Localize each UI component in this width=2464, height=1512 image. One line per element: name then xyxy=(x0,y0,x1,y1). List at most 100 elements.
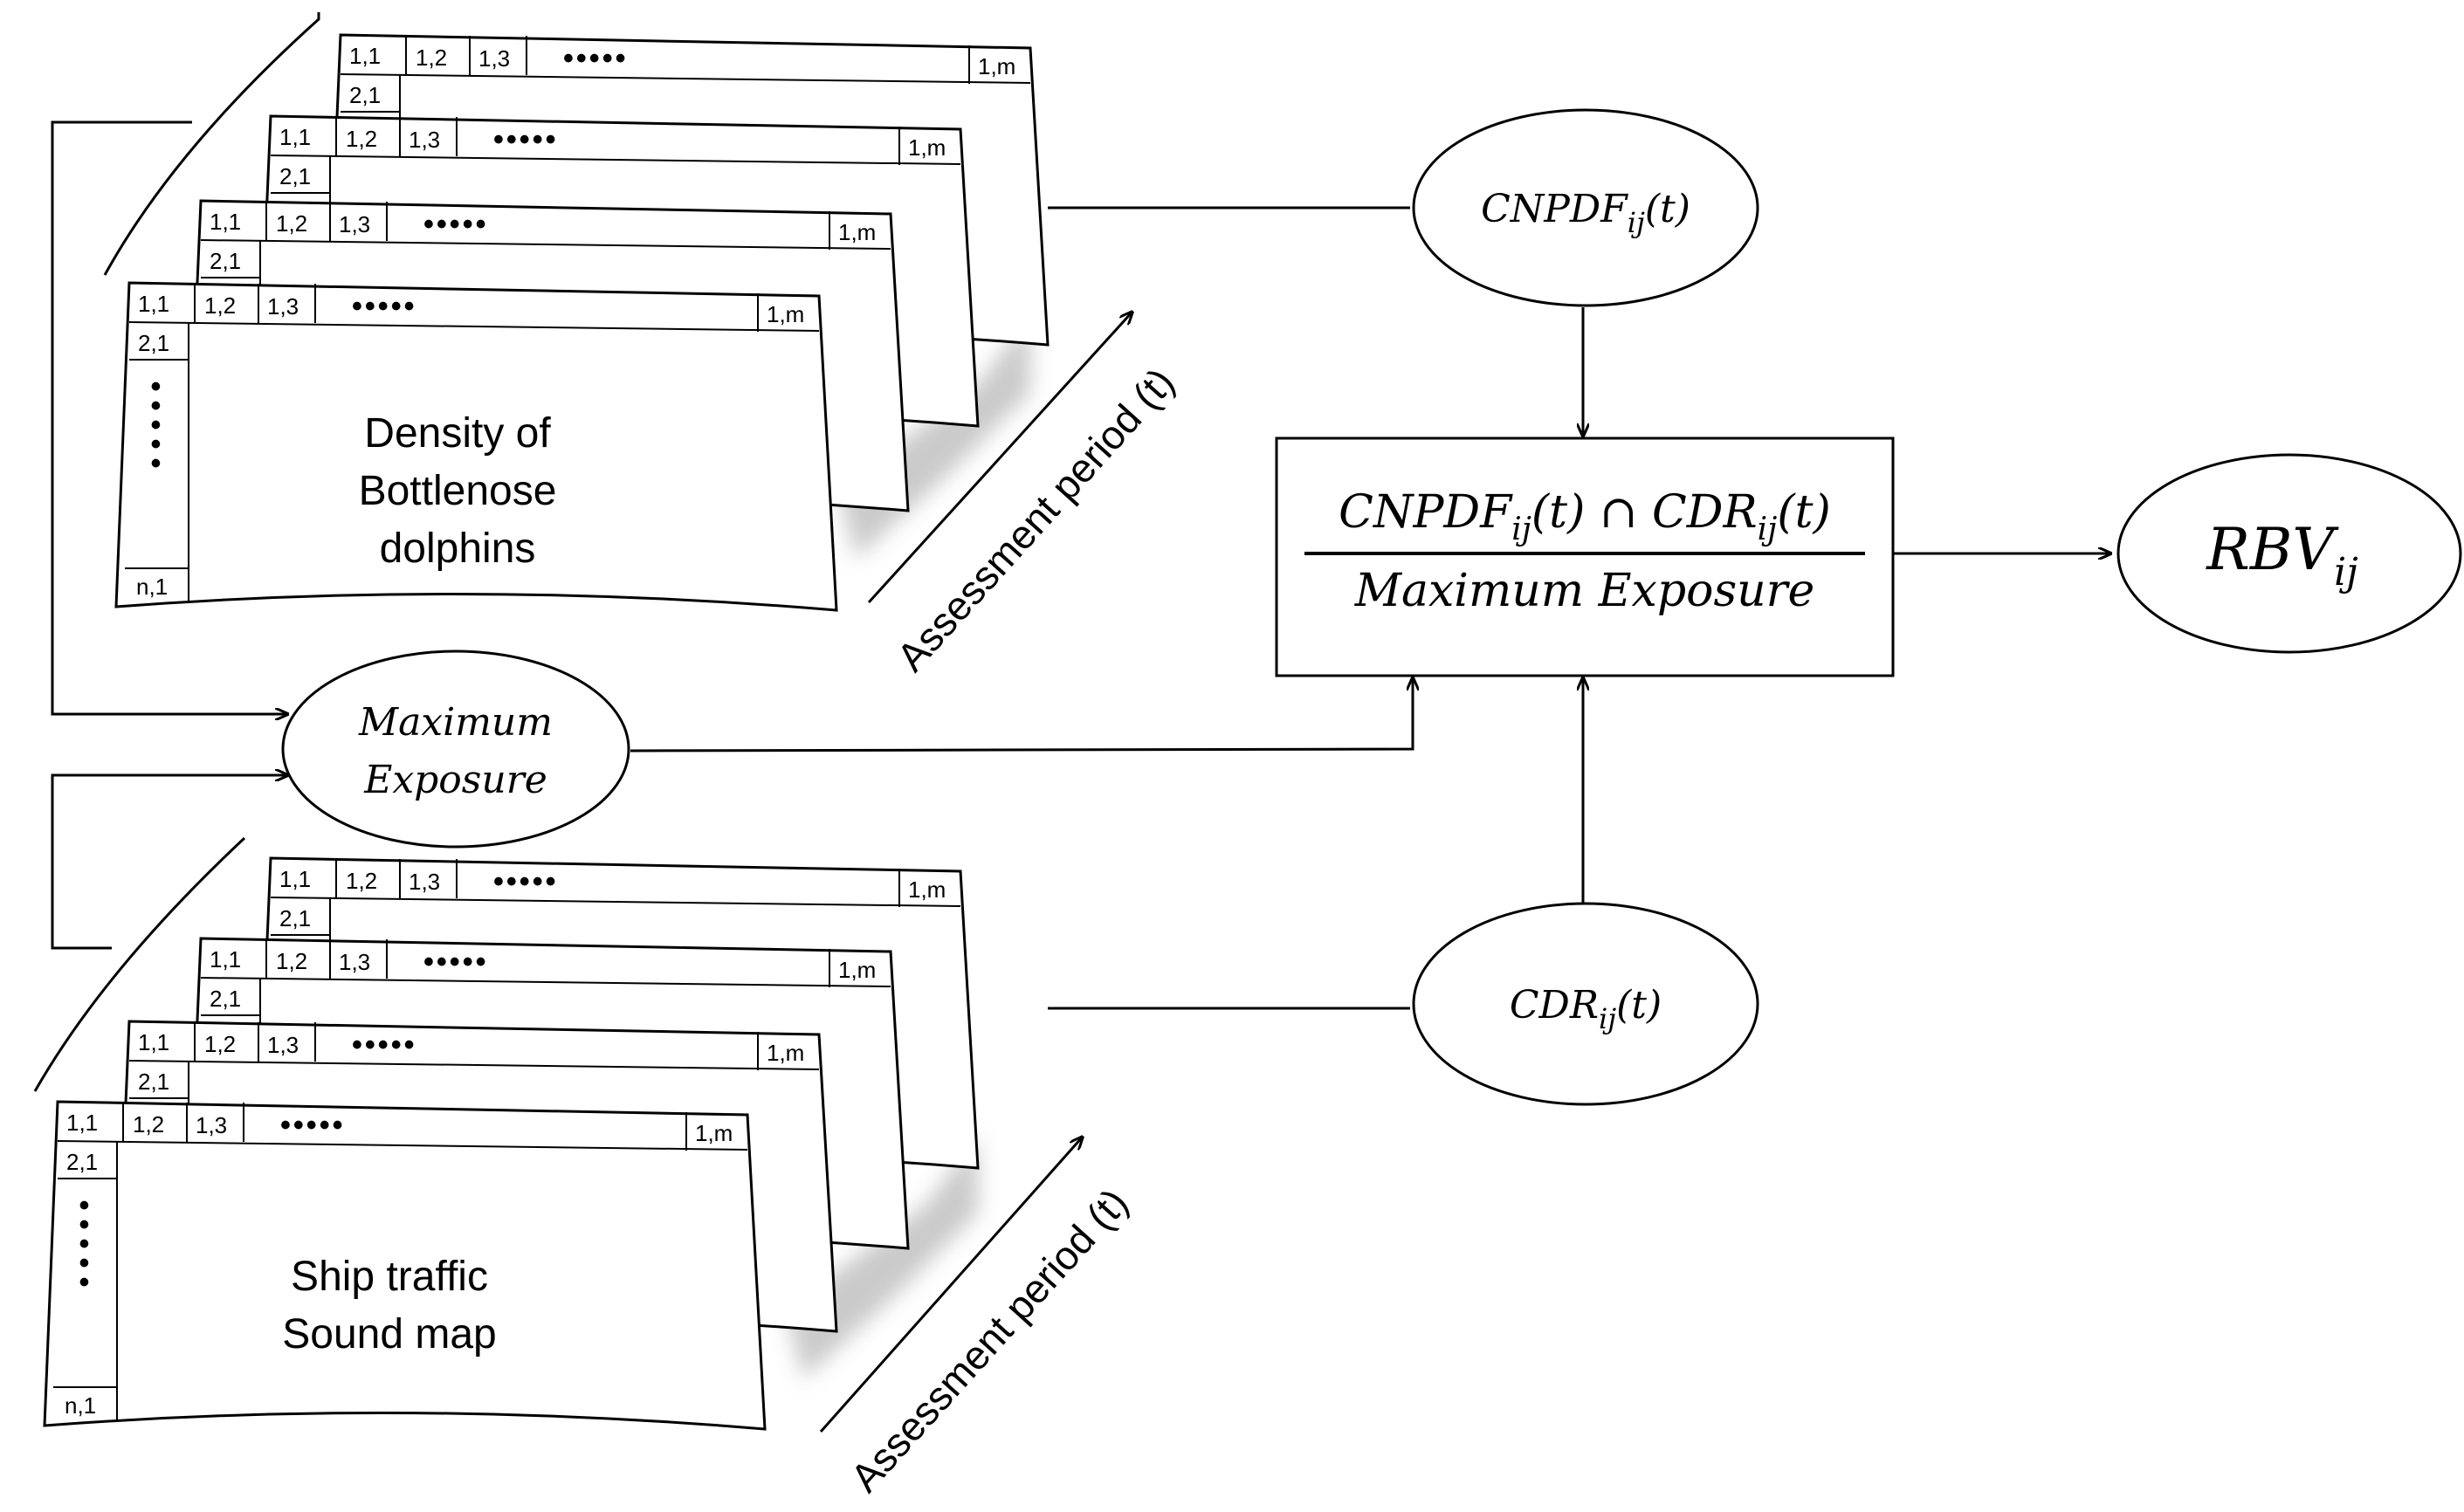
bottom-2-cell-1-2: 1,2 xyxy=(276,948,307,974)
rbv-base: RBV xyxy=(2206,516,2339,583)
top-4-cell-n-1: n,1 xyxy=(136,574,168,600)
bottom-2-cell-1-m: 1,m xyxy=(838,957,876,983)
top-4-cell-2-1: 2,1 xyxy=(138,330,169,356)
bottom-stack-brace xyxy=(33,836,246,1092)
bottom-3-cell-1-2: 1,2 xyxy=(204,1031,236,1057)
cdr-ellipse xyxy=(1412,902,1759,1106)
bottom-2-cell-1-1: 1,1 xyxy=(210,946,241,972)
top-4-column-ellipsis: ••••• xyxy=(151,370,164,480)
top-1-cell-1-m: 1,m xyxy=(978,53,1015,79)
top-2-cell-1-m: 1,m xyxy=(908,134,946,161)
cdr-base: CDR xyxy=(1510,983,1599,1027)
top-4-cell-1-m: 1,m xyxy=(767,301,804,327)
bottom-4-cell-n-1: n,1 xyxy=(65,1392,96,1419)
bottom-4-column-ellipsis-dot: • xyxy=(79,1208,93,1241)
top-2-header-divider xyxy=(270,155,961,165)
top-2-cell-1-2: 1,2 xyxy=(346,126,377,152)
top-1-cell-2-1: 2,1 xyxy=(349,82,381,108)
formula-cnpdf-subscript: ij xyxy=(1511,512,1531,547)
cnpdf-subscript: ij xyxy=(1628,206,1645,239)
max-exposure-line1: Maximum xyxy=(358,700,553,745)
top-1-header-divider xyxy=(340,73,1031,84)
bottom-3-cell-1-1: 1,1 xyxy=(138,1029,169,1055)
max-exposure-line2: Exposure xyxy=(363,758,547,802)
bottom-1-header-divider xyxy=(270,897,961,907)
formula-box-frame xyxy=(1275,436,1895,677)
formula-cnpdf-base: CNPDF xyxy=(1339,486,1513,539)
formula-box: CNPDFij(t) ∩ CDRij(t) Maximum Exposure xyxy=(1275,436,1895,677)
bottom-4-column-ellipsis-dot: • xyxy=(79,1189,93,1222)
bottom-1-cell-1-m: 1,m xyxy=(908,876,946,903)
cnpdf-arg: (t) xyxy=(1645,187,1690,231)
top-4-row-ellipsis: ••••• xyxy=(352,290,417,323)
bottom-4-cell-1-m: 1,m xyxy=(695,1120,733,1146)
dolphin-density-label-line1: Density of xyxy=(364,410,551,457)
top-stack-brace xyxy=(103,12,320,276)
top-3-row-ellipsis: ••••• xyxy=(423,208,489,241)
cdr-subscript: ij xyxy=(1599,1002,1616,1035)
max-exposure-ellipse xyxy=(281,649,630,849)
bottom-4-header-divider xyxy=(57,1140,748,1151)
bottom-3-cell-1-m: 1,m xyxy=(767,1040,804,1066)
bottom-2-cell-2-1: 2,1 xyxy=(210,986,241,1012)
bottom-3-header-divider xyxy=(128,1060,820,1070)
dolphin-density-label-line2: Bottlenose xyxy=(359,468,557,514)
max-exposure-to-formula-arrow xyxy=(630,677,1413,753)
formula-numerator: CNPDFij(t) ∩ CDRij(t) xyxy=(1339,486,1831,547)
formula-cnpdf-arg: (t) xyxy=(1531,486,1585,539)
bottom-4-column-ellipsis-dot: • xyxy=(79,1266,93,1299)
dolphin-density-stack: 1,1 1,2 1,3 ••••• 1,m 2,1 1,1 1,2 1,3 ••••• 1,m 2,1… xyxy=(103,12,1183,680)
bottom-4-cell-1-2: 1,2 xyxy=(133,1111,164,1137)
top-2-cell-2-1: 2,1 xyxy=(279,163,311,189)
top-2-row-ellipsis: ••••• xyxy=(493,123,559,156)
bottom-time-axis-arrow xyxy=(819,1137,1083,1433)
bottom-1-cell-2-1: 2,1 xyxy=(279,905,311,931)
top-3-cell-1-2: 1,2 xyxy=(276,210,307,237)
top-4-cell-1-2: 1,2 xyxy=(204,292,236,319)
top-3-cell-2-1: 2,1 xyxy=(210,248,241,274)
bottom-1-cell-1-2: 1,2 xyxy=(346,868,377,894)
cnpdf-node: CNPDFij(t) xyxy=(1412,108,1759,307)
formula-cdr-arg: (t) xyxy=(1777,486,1830,539)
top-4-column-ellipsis-dot: • xyxy=(151,447,164,480)
rbv-label: RBVij xyxy=(2206,516,2358,594)
bottom-to-max-exposure-connector xyxy=(51,775,288,950)
top-to-max-exposure-connector xyxy=(51,120,288,714)
max-exposure-node: Maximum Exposure xyxy=(281,649,630,849)
top-4-column-ellipsis-dot: • xyxy=(151,389,164,423)
rbv-ellipse xyxy=(2116,453,2462,654)
formula-cdr-subscript: ij xyxy=(1758,512,1778,547)
cnpdf-base: CNPDF xyxy=(1481,187,1628,231)
top-4-column-ellipsis-dot: • xyxy=(151,409,164,442)
bottom-4-cell-1-1: 1,1 xyxy=(66,1110,98,1136)
bottom-1-row-ellipsis: ••••• xyxy=(493,865,559,898)
ship-noise-label-line1: Ship traffic xyxy=(291,1254,488,1300)
formula-intersection: ∩ xyxy=(1585,486,1652,539)
top-1-row-ellipsis: ••••• xyxy=(563,42,629,75)
top-time-axis-arrow xyxy=(867,312,1132,604)
bottom-4-cell-2-1: 2,1 xyxy=(66,1149,98,1175)
top-1-cell-1-1: 1,1 xyxy=(349,43,381,69)
top-4-column-ellipsis-dot: • xyxy=(151,370,164,403)
bottom-1-cell-1-3: 1,3 xyxy=(409,869,440,895)
top-3-cell-1-1: 1,1 xyxy=(210,209,241,235)
dolphin-density-label-line3: dolphins xyxy=(380,526,536,572)
top-1-cell-1-3: 1,3 xyxy=(478,45,510,72)
cdr-label: CDRij(t) xyxy=(1510,983,1662,1035)
bottom-4-column-ellipsis-dot: • xyxy=(79,1247,93,1280)
top-3-cell-1-m: 1,m xyxy=(838,219,876,245)
rbv-node: RBVij xyxy=(2116,453,2462,654)
formula-intersection-symbol: ∩ xyxy=(1600,486,1638,539)
bottom-2-header-divider xyxy=(200,977,891,987)
bottom-3-row-ellipsis: ••••• xyxy=(352,1028,417,1062)
bottom-3-cell-2-1: 2,1 xyxy=(138,1069,169,1095)
top-2-cell-1-3: 1,3 xyxy=(409,127,440,153)
cnpdf-ellipse xyxy=(1412,108,1759,307)
top-4-header-divider xyxy=(128,321,820,332)
rbv-subscript: ij xyxy=(2334,550,2358,594)
bottom-4-column-ellipsis: ••••• xyxy=(79,1189,93,1299)
